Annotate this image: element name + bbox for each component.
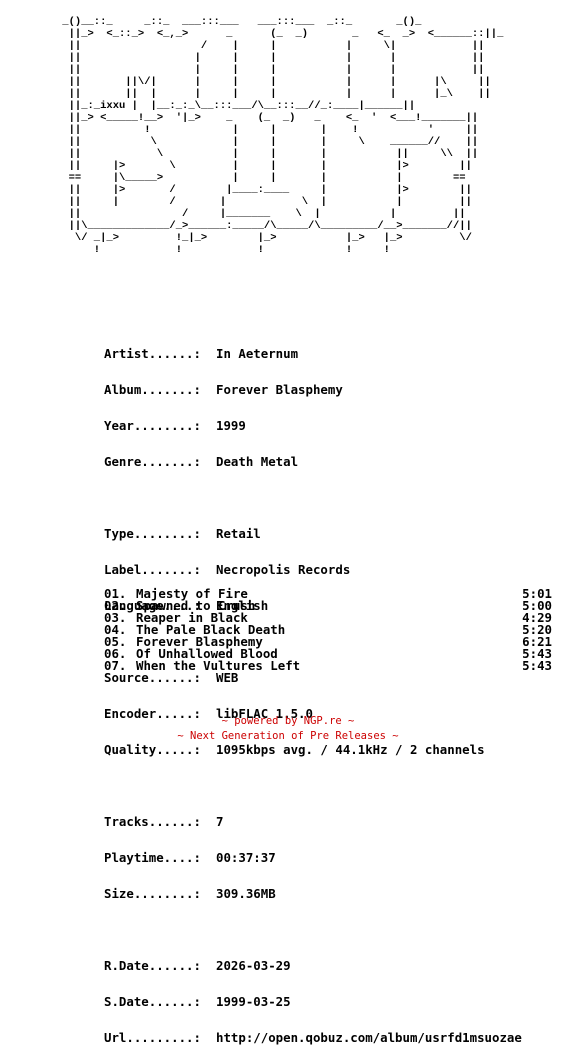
track-title: Of Unhallowed Blood	[136, 646, 278, 661]
info-row-source: Source......: WEB	[104, 670, 522, 685]
info-value: 7	[216, 814, 224, 829]
info-label: Type........:	[104, 526, 201, 541]
info-label: R.Date......:	[104, 958, 201, 973]
track-row: 07. When the Vultures Left 5:43	[104, 658, 552, 673]
info-label: Tracks......:	[104, 814, 201, 829]
info-row-size: Size........: 309.36MB	[104, 886, 522, 901]
info-label: Encoder.....:	[104, 706, 201, 721]
track-duration: 6:21	[522, 634, 552, 649]
info-label: Size........:	[104, 886, 201, 901]
info-value: 1999-03-25	[216, 994, 291, 1009]
info-row-artist: Artist......: In Aeternum	[104, 346, 522, 361]
info-row-label: Label.......: Necropolis Records	[104, 562, 522, 577]
info-value: WEB	[216, 670, 239, 685]
info-label: Source......:	[104, 670, 201, 685]
info-row-language: Language....: English	[104, 598, 522, 613]
info-value: Retail	[216, 526, 261, 541]
footer-powered-by: ~ powered by NGP.re ~	[221, 715, 355, 727]
info-label: Language....:	[104, 598, 201, 613]
info-label: Album.......:	[104, 382, 201, 397]
info-row-tracks: Tracks......: 7	[104, 814, 522, 829]
track-title: The Pale Black Death	[136, 622, 286, 637]
release-info: Artist......: In Aeternum Album.......: Fo…	[104, 324, 522, 1056]
info-value: 309.36MB	[216, 886, 276, 901]
info-row-year: Year........: 1999	[104, 418, 522, 433]
info-row-quality: Quality.....: 1095kbps avg. / 44.1kHz / 2…	[104, 742, 522, 757]
track-duration: 5:20	[522, 622, 552, 637]
footer-tagline: ~ Next Generation of Pre Releases ~	[177, 730, 399, 742]
info-row-album: Album.......: Forever Blasphemy	[104, 382, 522, 397]
info-label: Playtime....:	[104, 850, 201, 865]
track-title: Majesty of Fire	[136, 586, 248, 601]
info-row-playtime: Playtime....: 00:37:37	[104, 850, 522, 865]
track-row: 06. Of Unhallowed Blood 5:43	[104, 646, 552, 661]
track-duration: 5:43	[522, 658, 552, 673]
track-number: 02.	[104, 598, 127, 613]
info-row-url: Url.........: http://open.qobuz.com/album…	[104, 1030, 522, 1045]
info-value: libFLAC 1.5.0	[216, 706, 313, 721]
track-row: 05. Forever Blasphemy 6:21	[104, 634, 552, 649]
info-label: Genre.......:	[104, 454, 201, 469]
info-value: 2026-03-29	[216, 958, 291, 973]
info-value: 00:37:37	[216, 850, 276, 865]
track-number: 01.	[104, 586, 127, 601]
track-number: 07.	[104, 658, 127, 673]
track-title: Forever Blasphemy	[136, 634, 263, 649]
info-row-genre: Genre.......: Death Metal	[104, 454, 522, 469]
info-value: English	[216, 598, 269, 613]
track-number: 04.	[104, 622, 127, 637]
info-value: Necropolis Records	[216, 562, 351, 577]
info-url-value: http://open.qobuz.com/album/usrfd1msuoza…	[216, 1030, 522, 1045]
info-row-rdate: R.Date......: 2026-03-29	[104, 958, 522, 973]
track-number: 06.	[104, 646, 127, 661]
info-value: Death Metal	[216, 454, 299, 469]
info-row-type: Type........: Retail	[104, 526, 522, 541]
info-value: 1095kbps avg. / 44.1kHz / 2 channels	[216, 742, 485, 757]
info-label: Artist......:	[104, 346, 201, 361]
info-label: Quality.....:	[104, 742, 201, 757]
track-number: 05.	[104, 634, 127, 649]
track-row: 02. Spawned to Crush 5:00	[104, 598, 552, 613]
track-duration: 5:00	[522, 598, 552, 613]
tracklist: 01. Majesty of Fire 5:01 02. Spawned to Cru…	[104, 586, 552, 673]
info-value: Forever Blasphemy	[216, 382, 343, 397]
track-row: 04. The Pale Black Death 5:20	[104, 622, 552, 637]
info-label: Label.......:	[104, 562, 201, 577]
track-title: When the Vultures Left	[136, 658, 301, 673]
info-value: 1999	[216, 418, 246, 433]
info-row-sdate: S.Date......: 1999-03-25	[104, 994, 522, 1009]
info-label: S.Date......:	[104, 994, 201, 1009]
track-duration: 5:43	[522, 646, 552, 661]
track-row: 01. Majesty of Fire 5:01	[104, 586, 552, 601]
footer: ~ powered by NGP.re ~ ~ Next Generation …	[0, 714, 576, 744]
track-title: Spawned to Crush	[136, 598, 256, 613]
track-title: Reaper in Black	[136, 610, 248, 625]
info-row-encoder: Encoder.....: libFLAC 1.5.0	[104, 706, 522, 721]
track-duration: 5:01	[522, 586, 552, 601]
info-label: Url.........:	[104, 1030, 201, 1045]
info-label: Year........:	[104, 418, 201, 433]
track-duration: 4:29	[522, 610, 552, 625]
info-value: In Aeternum	[216, 346, 299, 361]
track-row: 03. Reaper in Black 4:29	[104, 610, 552, 625]
ascii-art-logo: _()__::_ _::_ ___:::___ ___:::___ _::_ _…	[62, 16, 504, 256]
track-number: 03.	[104, 610, 127, 625]
